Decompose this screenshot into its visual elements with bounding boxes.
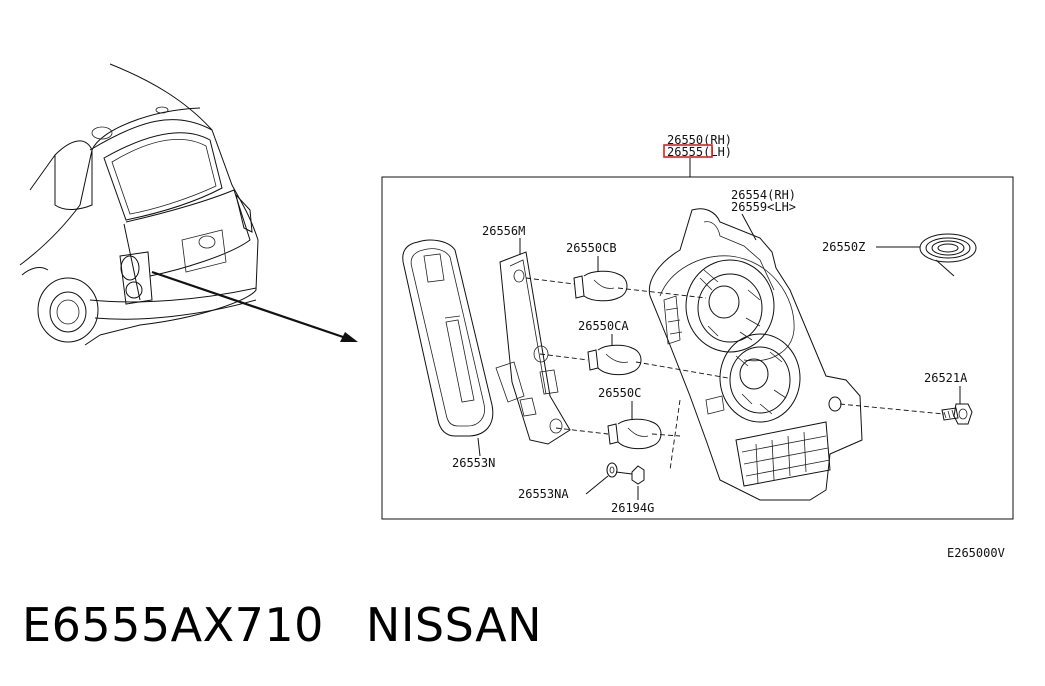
bolt-drawing [941,403,973,425]
bulb-c-drawing [607,418,662,450]
part-number: E6555AX710 [22,598,324,652]
sealant-drawing [919,233,977,277]
sealant-label[interactable]: 26550Z [822,240,865,254]
parts-frame [381,176,1014,520]
brand-name: NISSAN [365,598,543,652]
bulb-cb-label[interactable]: 26550CB [566,241,617,255]
assembly-lh-label[interactable]: 26555(LH) [667,145,732,159]
pointer-arrow [151,270,358,342]
assembly-rh-label[interactable]: 26550(RH) [667,133,732,147]
body-rh-label[interactable]: 26554(RH) [731,188,796,202]
lamp-body-drawing [648,208,863,501]
nut-label[interactable]: 26194G [611,501,654,515]
footer-caption: E6555AX710 NISSAN [22,598,584,652]
bulb-c-label[interactable]: 26550C [598,386,641,400]
bulb-ca-drawing [587,344,642,376]
socket-label[interactable]: 26556M [482,224,525,238]
assembly-lh-highlight [663,144,713,158]
gasket-label[interactable]: 26553N [452,456,495,470]
washer-drawing [606,462,618,478]
nut-drawing [615,465,645,485]
bulb-cb-drawing [573,270,628,302]
bolt-label[interactable]: 26521A [924,371,968,385]
gasket-drawing [402,239,494,437]
bulb-ca-label[interactable]: 26550CA [578,319,629,333]
washer-label[interactable]: 26553NA [518,487,569,501]
socket-drawing [495,251,571,445]
body-lh-label[interactable]: 26559<LH> [731,200,796,214]
figure-code: E265000V [947,546,1005,560]
car-rear-illustration [19,63,259,346]
